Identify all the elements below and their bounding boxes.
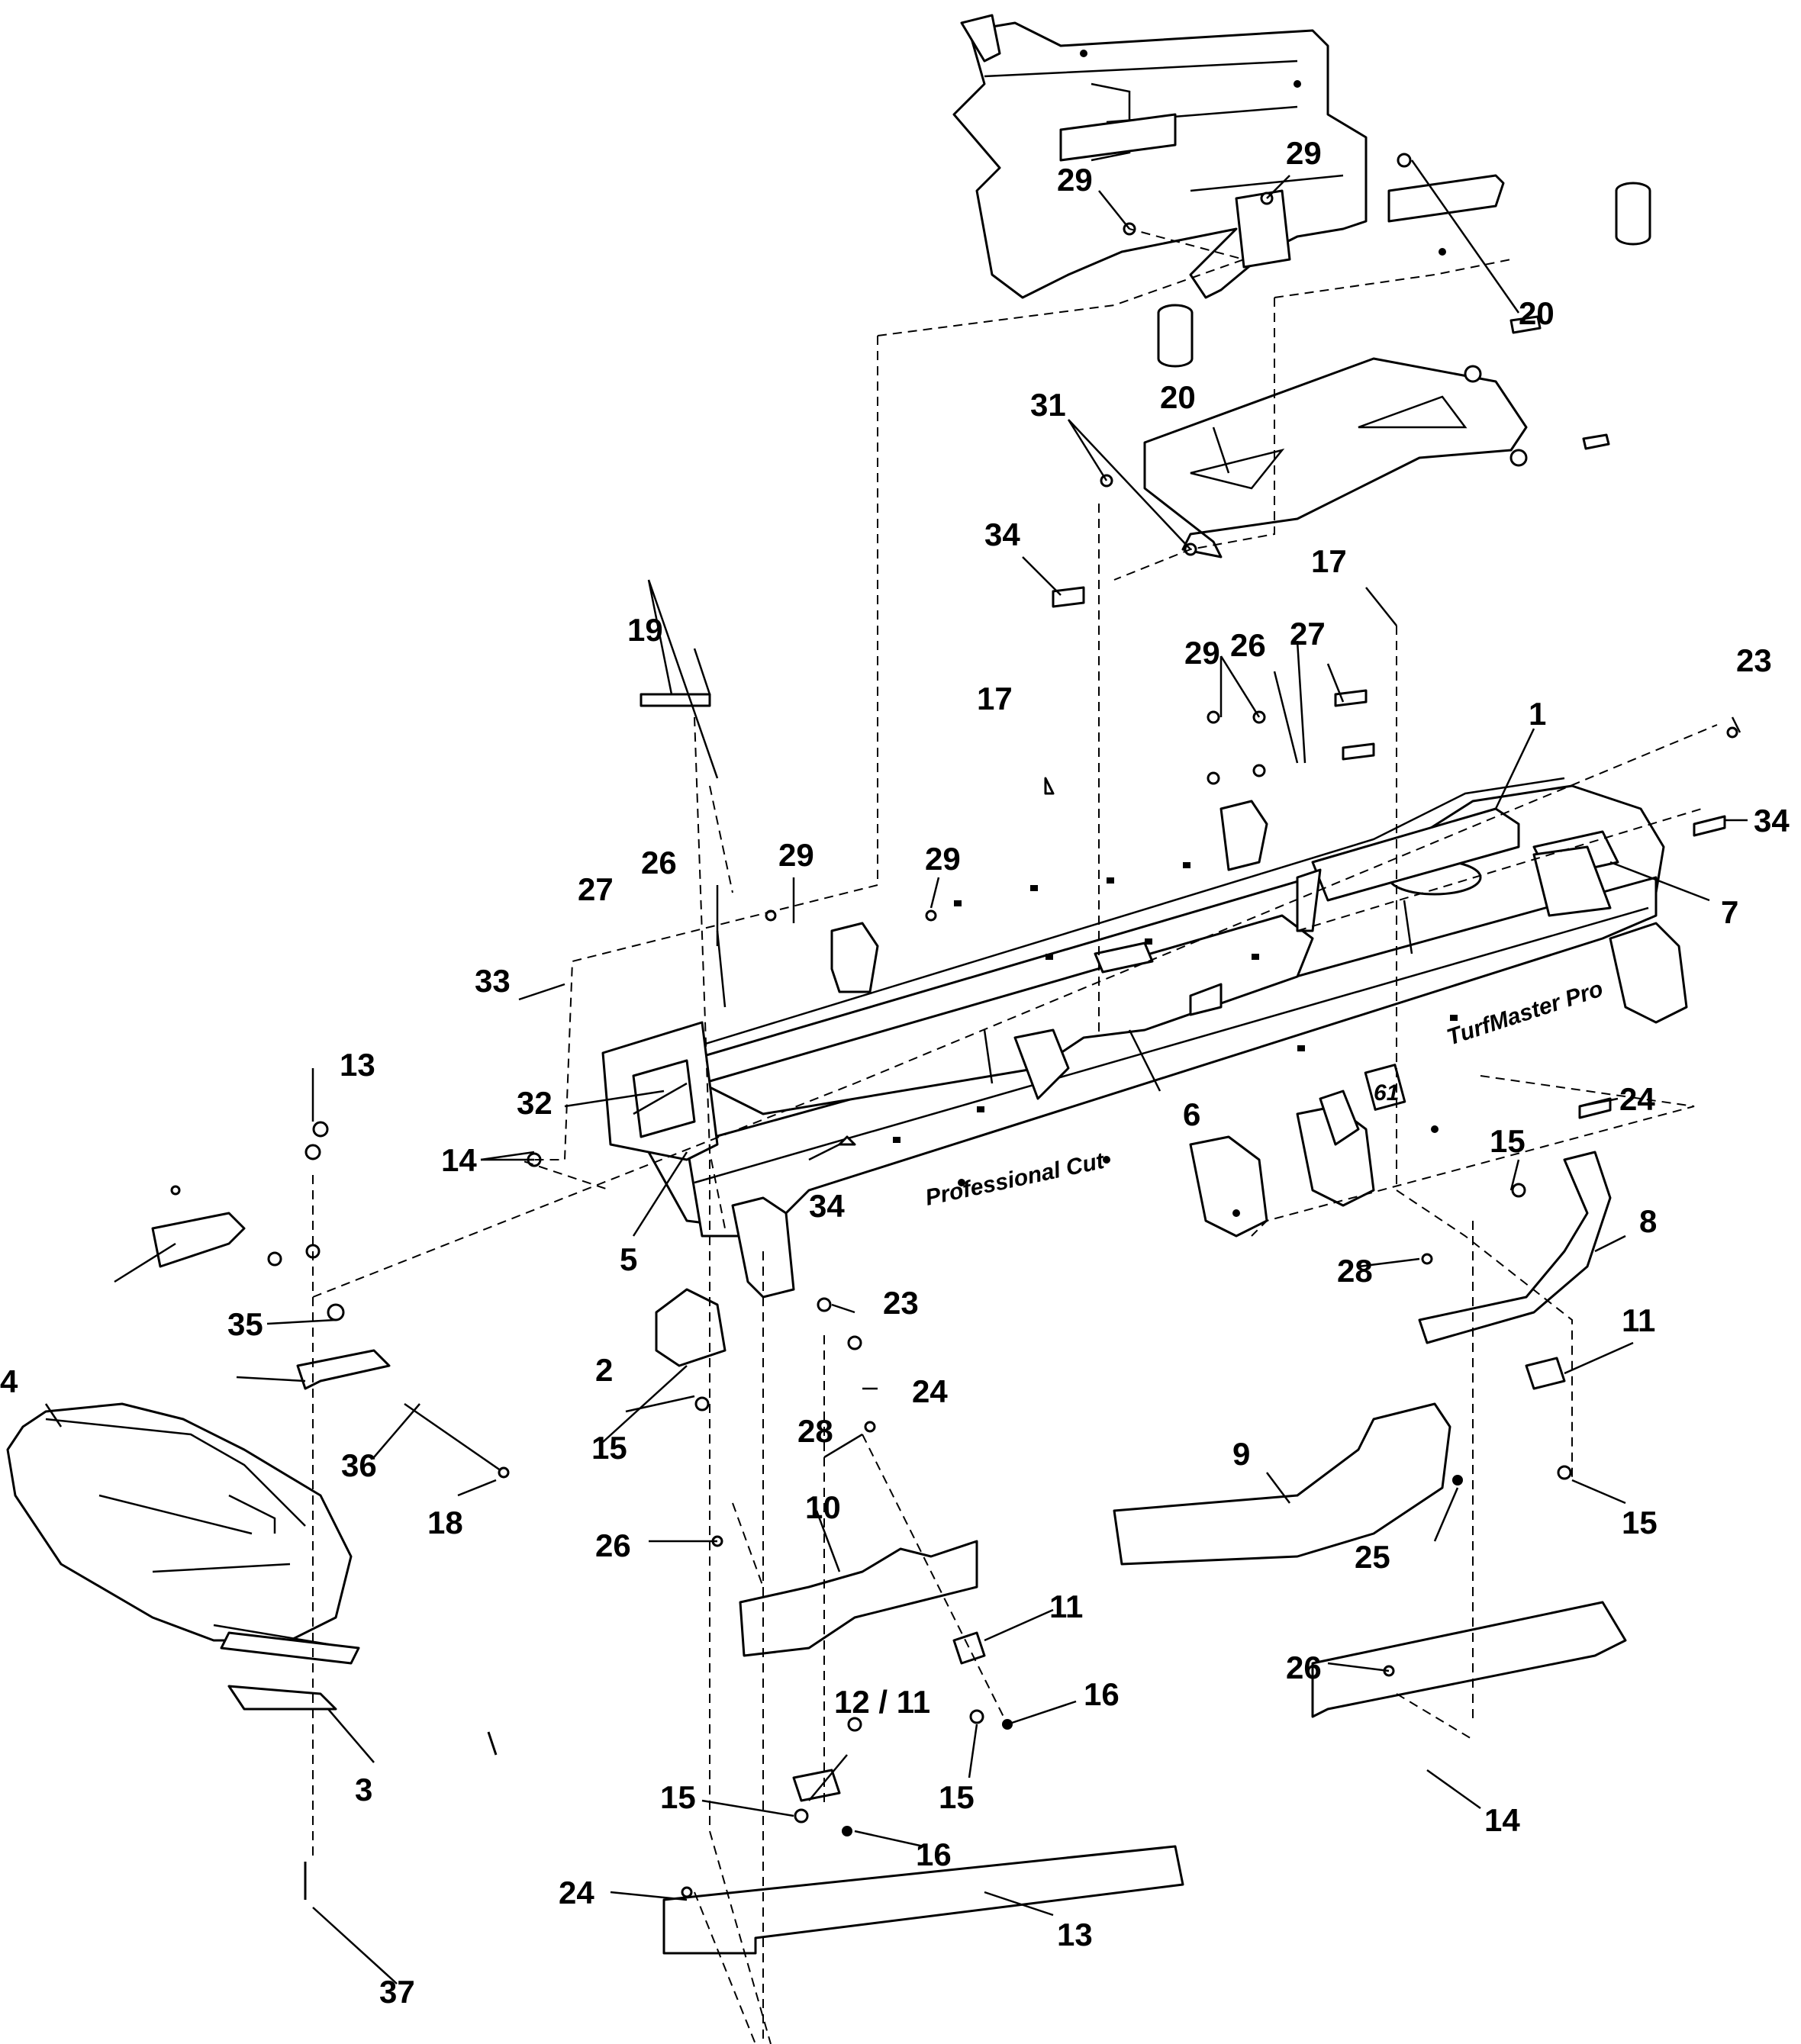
callout-29-left-far: 29	[925, 841, 961, 877]
callout-23-right: 24	[1619, 1081, 1655, 1117]
callout-27-chain-right: 26	[1230, 627, 1266, 663]
callout-20-bracket: 20	[1160, 379, 1196, 415]
callout-7: 7	[1721, 894, 1738, 930]
callout-22: 23	[883, 1285, 919, 1321]
size-badge-text: 61	[1374, 1080, 1399, 1106]
callout-31: 31	[1030, 387, 1066, 423]
callout-24-right: 26	[1286, 1650, 1322, 1685]
callout-15-right: 15	[1490, 1123, 1526, 1159]
callout-19: 19	[627, 612, 663, 648]
callout-17-upper: 16	[1084, 1676, 1120, 1712]
tractor-frame	[952, 14, 1651, 368]
mower-deck: TurfMaster Pro Professional Cut 61	[601, 640, 1688, 1299]
callout-1: 1	[1529, 696, 1546, 732]
callout-24-left-visible: 24	[559, 1875, 594, 1910]
brand-top-text: TurfMaster Pro	[1444, 977, 1606, 1051]
callout-36: 37	[379, 1974, 415, 2010]
callout-15-lower-left: 15	[660, 1779, 696, 1815]
callout-5: 5	[620, 1241, 637, 1277]
callout-29-chain-left: 29	[778, 837, 814, 873]
callout-10: 10	[805, 1489, 841, 1525]
callout-25: 25	[1355, 1539, 1390, 1575]
callout-3: 3	[355, 1772, 372, 1807]
callout-23-front: 24	[912, 1373, 948, 1409]
callout-27-left: 26	[641, 845, 677, 880]
callout-12-11: 12 / 11	[834, 1684, 930, 1720]
callout-26-right: 28	[1337, 1253, 1373, 1289]
hardware	[170, 153, 1738, 1900]
baffle-9	[1113, 1402, 1451, 1566]
discharge-chute	[6, 1402, 360, 1665]
callout-14-visible: 14	[1484, 1802, 1520, 1838]
callout-2: 2	[595, 1352, 613, 1388]
callout-11-right: 11	[1622, 1302, 1655, 1338]
deck-hanger-bracket	[1143, 315, 1610, 558]
callout-29-chain-right: 29	[1184, 635, 1220, 671]
callout-28-left: 27	[578, 871, 614, 907]
small-parts	[151, 845, 1612, 1802]
callout-21: 23	[1736, 642, 1772, 678]
callout-15-right-lower: 15	[1622, 1505, 1658, 1540]
callout-labels: 29 29 20 31 20 34 17 29 26 27 19 17 23 1…	[0, 135, 1790, 2010]
callout-20-top: 20	[1519, 295, 1555, 331]
callout-34-front: 34	[809, 1188, 845, 1224]
callout-6: 6	[1183, 1096, 1200, 1132]
callout-11-center: 11	[1049, 1589, 1083, 1624]
callout-35-lower: 36	[341, 1447, 377, 1483]
callout-33: 33	[475, 963, 511, 999]
callout-34-right: 34	[1754, 803, 1790, 839]
callout-32: 32	[517, 1085, 553, 1121]
callout-34-bracket: 34	[984, 517, 1020, 552]
baffle-10	[739, 1540, 978, 1657]
callout-15-deck-left: 14	[441, 1142, 477, 1178]
leader-lines	[44, 159, 1748, 1984]
callout-28-right: 27	[1290, 616, 1326, 652]
callout-17-lower: 16	[916, 1836, 952, 1872]
callout-8: 8	[1639, 1203, 1657, 1239]
callout-18: 18	[427, 1505, 463, 1540]
alignment-lines	[312, 228, 1718, 2044]
callout-13-visible: 13	[1057, 1917, 1093, 1952]
callout-26-front: 28	[797, 1413, 833, 1449]
deck-holes	[893, 862, 1458, 1217]
callout-15-under-deck: 15	[591, 1430, 627, 1466]
deck-decal-6	[1094, 942, 1154, 974]
side-scraper-14	[1311, 1601, 1627, 1718]
callout-16-center: 17	[977, 681, 1013, 716]
callout-15-lower-center: 15	[939, 1779, 975, 1815]
callout-15-deck-top: 13	[340, 1047, 375, 1083]
callout-16-right: 17	[1311, 543, 1347, 579]
callout-9: 9	[1232, 1436, 1250, 1472]
brand-front-text: Professional Cut	[923, 1148, 1108, 1211]
callout-35-upper: 35	[227, 1306, 263, 1342]
callout-26-left-visible: 26	[595, 1527, 631, 1563]
callout-29-top-right: 29	[1286, 135, 1322, 171]
rear-scraper-13	[662, 1845, 1184, 1955]
baffle-8	[1418, 1151, 1612, 1344]
callout-29-top-left: 29	[1057, 162, 1093, 198]
callout-4: 4	[0, 1363, 18, 1399]
